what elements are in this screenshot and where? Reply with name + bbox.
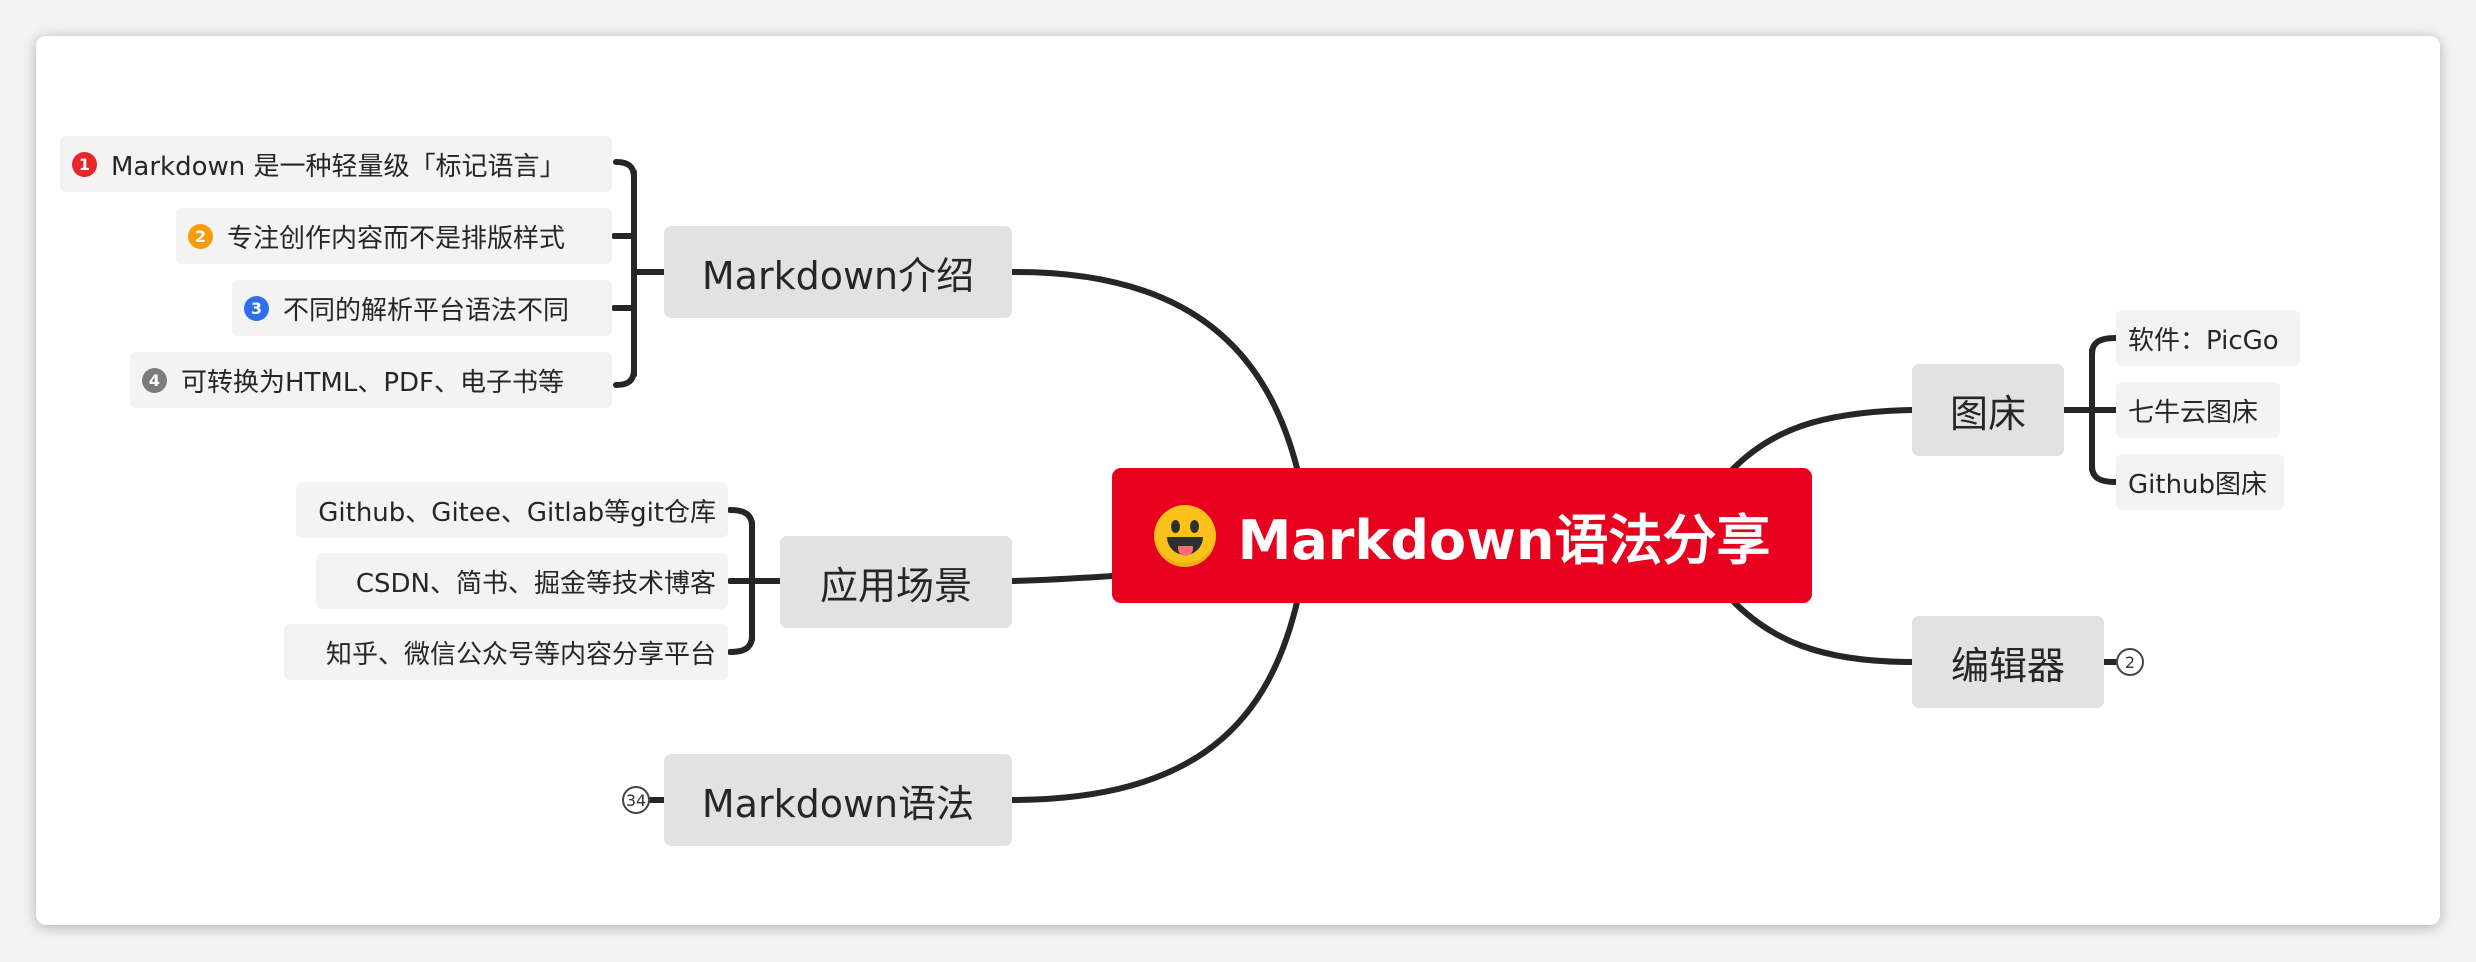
collapsed-count: 34: [625, 790, 647, 810]
priority-1-icon: 1: [72, 151, 97, 177]
topic-markdown-intro[interactable]: Markdown介绍: [664, 226, 1012, 318]
subtopic-text: CSDN、简书、掘金等技术博客: [355, 568, 716, 599]
subtopic-intro-1[interactable]: 1 Markdown 是一种轻量级「标记语言」: [60, 136, 612, 192]
subtopic-usage-2[interactable]: CSDN、简书、掘金等技术博客: [316, 553, 728, 609]
topic-title: Markdown介绍: [701, 253, 975, 298]
topic-editor[interactable]: 编辑器: [1912, 616, 2104, 708]
subtopic-text: 知乎、微信公众号等内容分享平台: [325, 639, 716, 670]
topic-usage-scenarios[interactable]: 应用场景: [780, 536, 1012, 628]
subtopic-text: 软件：PicGo: [2128, 325, 2279, 356]
subtopic-usage-3[interactable]: 知乎、微信公众号等内容分享平台: [284, 624, 728, 680]
subtopic-text: Markdown 是一种轻量级「标记语言」: [111, 151, 566, 182]
priority-2-icon: 2: [188, 223, 213, 249]
subtopic-usage-1[interactable]: Github、Gitee、Gitlab等git仓库: [296, 482, 728, 538]
central-topic-title: Markdown语法分享: [1237, 509, 1771, 572]
topic-title: 编辑器: [1950, 643, 2065, 688]
topic-title: Markdown语法: [701, 781, 975, 826]
collapsed-count-badge[interactable]: 2: [2116, 648, 2144, 676]
collapsed-count: 2: [2124, 652, 2136, 672]
subtopic-text: Github图床: [2128, 469, 2268, 500]
subtopic-text: Github、Gitee、Gitlab等git仓库: [318, 497, 716, 528]
subtopic-intro-2[interactable]: 2 专注创作内容而不是排版样式: [176, 208, 612, 264]
topic-image-host[interactable]: 图床: [1912, 364, 2064, 456]
subtopic-text: 可转换为HTML、PDF、电子书等: [181, 367, 565, 398]
subtopic-text: 七牛云图床: [2128, 397, 2259, 428]
priority-4-icon: 4: [142, 367, 167, 393]
subtopic-image-host-3[interactable]: Github图床: [2116, 454, 2284, 510]
topic-title: 应用场景: [819, 563, 972, 608]
subtopic-image-host-2[interactable]: 七牛云图床: [2116, 382, 2280, 438]
subtopic-image-host-1[interactable]: 软件：PicGo: [2116, 310, 2300, 366]
priority-3-icon: 3: [244, 295, 269, 321]
subtopic-intro-4[interactable]: 4 可转换为HTML、PDF、电子书等: [130, 352, 612, 408]
subtopic-text: 不同的解析平台语法不同: [283, 295, 570, 326]
central-topic[interactable]: Markdown语法分享: [1112, 468, 1812, 603]
grinning-tongue-emoji-icon: [1153, 504, 1216, 567]
subtopic-text: 专注创作内容而不是排版样式: [227, 223, 566, 254]
collapsed-count-badge[interactable]: 34: [622, 786, 650, 814]
subtopic-intro-3[interactable]: 3 不同的解析平台语法不同: [232, 280, 612, 336]
topic-markdown-syntax[interactable]: Markdown语法: [664, 754, 1012, 846]
topic-title: 图床: [1949, 391, 2026, 436]
